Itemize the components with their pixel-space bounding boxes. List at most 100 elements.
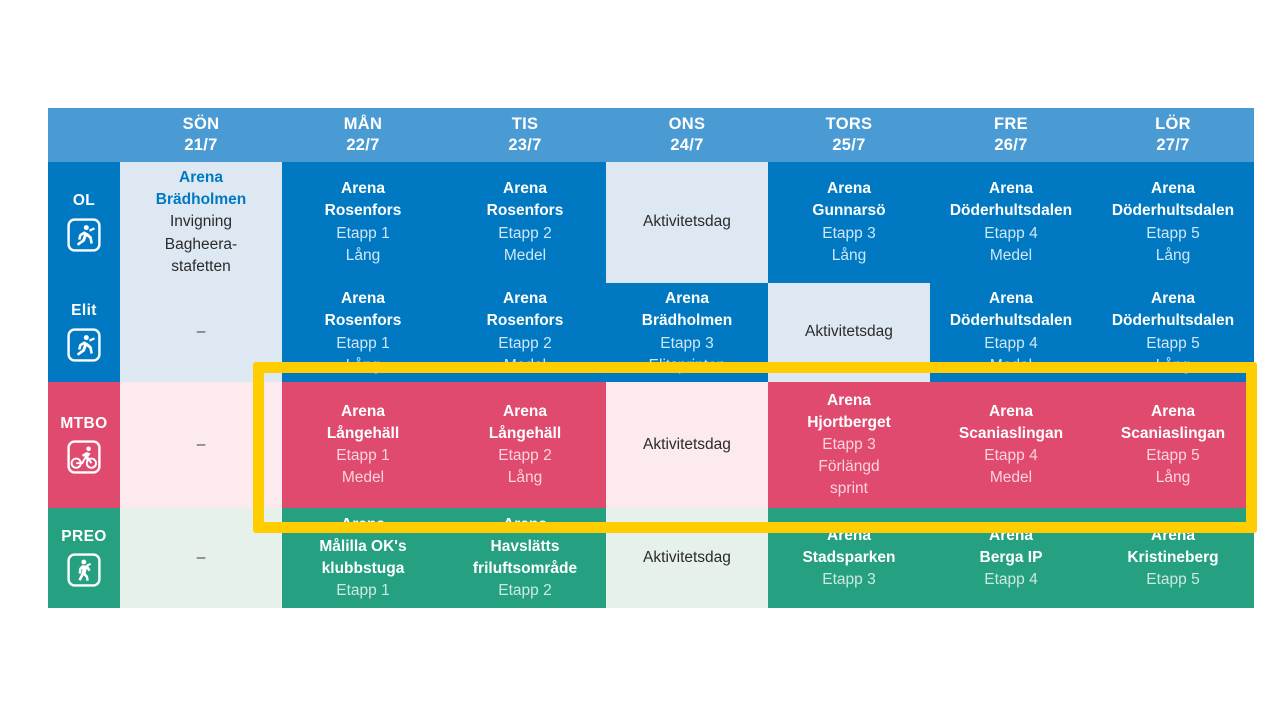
cell-line: Arena <box>989 290 1033 308</box>
day-name: MÅN <box>343 114 383 133</box>
cell-elit-lor[interactable]: Arena Döderhultsdalen Etapp 5 Lång <box>1092 283 1254 382</box>
cell-line: Etapp 2 <box>498 447 552 464</box>
cell-ol-tors[interactable]: Arena Gunnarsö Etapp 3 Lång <box>768 162 930 283</box>
cell-line: Arena <box>341 180 385 198</box>
cell-line: Arena <box>1151 290 1195 308</box>
cell-line: Hjortberget <box>807 413 891 431</box>
cell-line: klubbstuga <box>321 560 405 577</box>
cell-preo-tis[interactable]: Arena Havslätts friluftsområde Etapp 2 <box>444 508 606 608</box>
day-name: ONS <box>668 114 706 133</box>
cell-line: Elitsprinten <box>648 356 726 374</box>
cell-line: Lång <box>345 356 381 374</box>
cell-elit-ons[interactable]: Arena Brädholmen Etapp 3 Elitsprinten <box>606 283 768 382</box>
cell-line: Arena <box>827 180 871 198</box>
cell-mtbo-son[interactable]: – <box>120 382 282 508</box>
cell-line: Arena <box>503 180 547 198</box>
cell-ol-tis[interactable]: Arena Rosenfors Etapp 2 Medel <box>444 162 606 283</box>
cell-preo-lor[interactable]: Arena Kristineberg Etapp 5 <box>1092 508 1254 608</box>
header-day-tors: TORS 25/7 <box>768 108 930 162</box>
cell-line: Arena <box>341 402 385 420</box>
activity-label: Aktivitetsdag <box>805 323 893 341</box>
cell-line: Arena <box>989 526 1033 544</box>
cell-ol-lor[interactable]: Arena Döderhultsdalen Etapp 5 Lång <box>1092 162 1254 283</box>
cell-line: Havslätts <box>490 537 560 555</box>
row-label-ol: OL <box>48 162 120 283</box>
cell-ol-ons[interactable]: Aktivitetsdag <box>606 162 768 283</box>
cell-mtbo-man[interactable]: Arena Långehäll Etapp 1 Medel <box>282 382 444 508</box>
cell-line: Etapp 1 <box>336 447 390 464</box>
cell-line: Scaniaslingan <box>958 424 1064 442</box>
cell-mtbo-tors[interactable]: Arena Hjortberget Etapp 3 Förlängd sprin… <box>768 382 930 508</box>
cell-line: Etapp 1 <box>336 582 390 600</box>
cell-line: Etapp 4 <box>984 334 1038 352</box>
cell-elit-man[interactable]: Arena Rosenfors Etapp 1 Lång <box>282 283 444 382</box>
cell-elit-tis[interactable]: Arena Rosenfors Etapp 2 Medel <box>444 283 606 382</box>
row-label-elit: Elit <box>48 283 120 382</box>
cell-line: Etapp 2 <box>498 224 552 242</box>
weekly-schedule-table: SÖN 21/7 MÅN 22/7 TIS 23/7 ONS 24/7 TORS… <box>48 108 1254 608</box>
day-date: 24/7 <box>670 136 704 154</box>
cell-line: Medel <box>989 356 1033 374</box>
cell-line: Arena <box>827 526 871 544</box>
cell-line: Långehäll <box>488 424 562 442</box>
row-label-text: OL <box>72 192 96 210</box>
cell-mtbo-fre[interactable]: Arena Scaniaslingan Etapp 4 Medel <box>930 382 1092 508</box>
cell-line: Etapp 3 <box>660 334 714 352</box>
cell-line: Medel <box>503 246 547 264</box>
day-name: LÖR <box>1155 114 1191 133</box>
cell-line: Arena <box>827 391 871 409</box>
cell-elit-fre[interactable]: Arena Döderhultsdalen Etapp 4 Medel <box>930 283 1092 382</box>
cell-ol-man[interactable]: Arena Rosenfors Etapp 1 Lång <box>282 162 444 283</box>
cell-mtbo-ons[interactable]: Aktivitetsdag <box>606 382 768 508</box>
cell-line: Etapp 5 <box>1146 571 1200 589</box>
header-day-ons: ONS 24/7 <box>606 108 768 162</box>
day-name: SÖN <box>182 114 220 133</box>
cell-line: Rosenfors <box>486 312 564 330</box>
day-name: TORS <box>825 114 873 133</box>
cell-line: Rosenfors <box>486 202 564 220</box>
cell-line: Döderhultsdalen <box>1111 202 1235 220</box>
cell-line: Etapp 4 <box>984 447 1038 464</box>
cell-line: Arena <box>503 515 547 533</box>
activity-label: Aktivitetsdag <box>643 213 731 231</box>
cell-preo-tors[interactable]: Arena Stadsparken Etapp 3 <box>768 508 930 608</box>
cell-line: Lång <box>1155 469 1191 487</box>
cell-line: Etapp 1 <box>336 224 390 242</box>
cell-elit-son[interactable]: – <box>120 283 282 382</box>
cell-line: Etapp 3 <box>822 224 876 242</box>
header-day-fre: FRE 26/7 <box>930 108 1092 162</box>
empty-dash: – <box>196 435 206 453</box>
cell-line: Etapp 5 <box>1146 224 1200 242</box>
cell-elit-tors[interactable]: Aktivitetsdag <box>768 283 930 382</box>
day-name: FRE <box>994 114 1028 133</box>
cell-ol-son[interactable]: Arena Brädholmen Invigning Bagheera- sta… <box>120 162 282 283</box>
cell-line: Gunnarsö <box>812 202 886 220</box>
cell-line: Medel <box>341 469 385 487</box>
empty-dash: – <box>196 548 206 566</box>
cell-line: Förlängd <box>818 458 880 476</box>
cell-preo-ons[interactable]: Aktivitetsdag <box>606 508 768 608</box>
cell-line: Arena <box>1151 402 1195 420</box>
cell-line: Berga IP <box>979 548 1043 566</box>
day-date: 21/7 <box>184 136 218 154</box>
header-corner-cell <box>48 108 120 162</box>
day-date: 26/7 <box>994 136 1028 154</box>
runner-icon <box>67 328 101 362</box>
cell-line: sprint <box>830 480 868 498</box>
header-day-son: SÖN 21/7 <box>120 108 282 162</box>
cell-mtbo-lor[interactable]: Arena Scaniaslingan Etapp 5 Lång <box>1092 382 1254 508</box>
cell-mtbo-tis[interactable]: Arena Långehäll Etapp 2 Lång <box>444 382 606 508</box>
day-date: 23/7 <box>508 136 542 154</box>
cell-line: Målilla OK's <box>319 537 407 555</box>
cell-preo-man[interactable]: Arena Målilla OK's klubbstuga Etapp 1 <box>282 508 444 608</box>
cell-line: Etapp 4 <box>984 571 1038 589</box>
table-row-elit: Elit – Arena Rosenfors <box>48 283 1254 382</box>
cell-ol-fre[interactable]: Arena Döderhultsdalen Etapp 4 Medel <box>930 162 1092 283</box>
activity-label: Aktivitetsdag <box>643 435 731 453</box>
cell-line: Scaniaslingan <box>1120 424 1226 442</box>
cell-line: Medel <box>989 246 1033 264</box>
walker-icon <box>67 553 101 587</box>
cell-preo-fre[interactable]: Arena Berga IP Etapp 4 <box>930 508 1092 608</box>
cell-preo-son[interactable]: – <box>120 508 282 608</box>
